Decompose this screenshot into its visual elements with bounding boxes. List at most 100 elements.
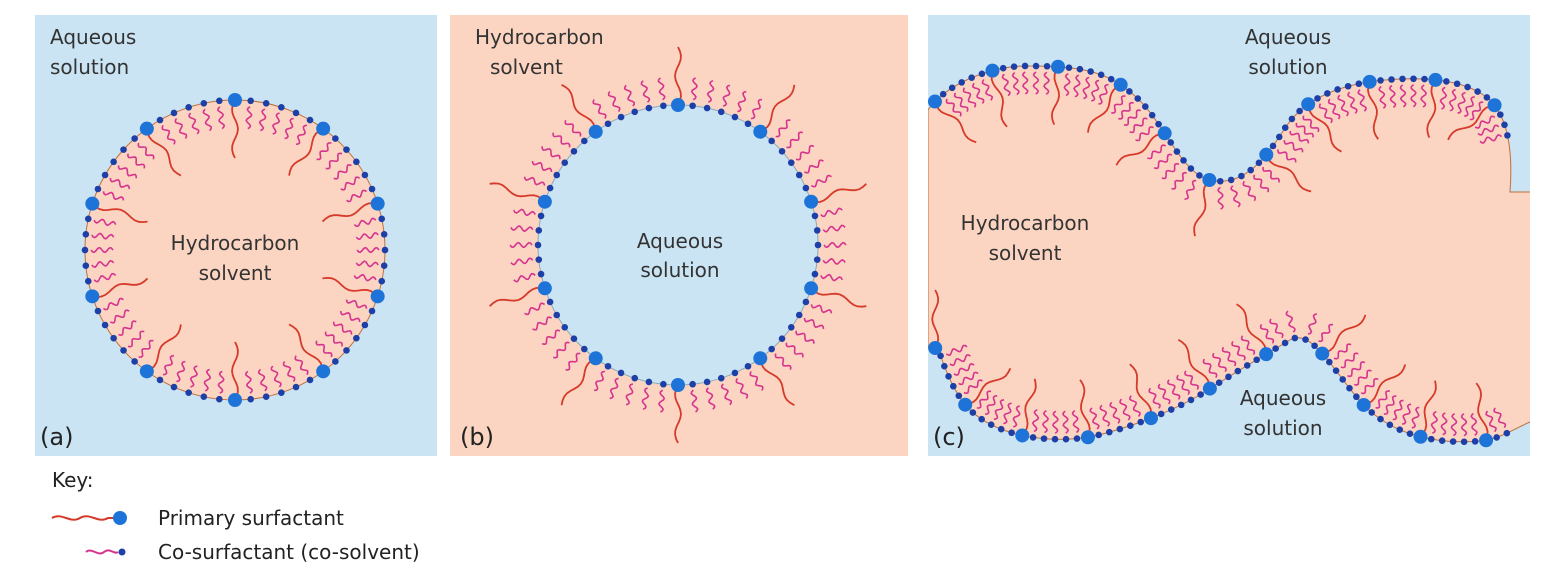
co-surfactant-head — [247, 395, 254, 403]
primary-surfactant-head — [1015, 428, 1030, 443]
primary-surfactant-head — [804, 281, 819, 296]
primary-surfactant-tail — [146, 324, 182, 373]
co-surfactant-tail — [1135, 126, 1154, 142]
co-surfactant-head — [306, 116, 314, 124]
co-surfactant-tail — [953, 92, 969, 112]
primary-surfactant-tail — [1115, 132, 1165, 166]
co-surfactant-head — [948, 84, 956, 92]
co-surfactant-head — [1438, 437, 1446, 444]
co-surfactant-head — [645, 378, 653, 386]
panel-c-bicontinuous: Aqueous solution Hydrocarbon solvent Aqu… — [928, 15, 1530, 456]
co-surfactant-tail — [1295, 122, 1314, 138]
co-surfactant-tail — [257, 368, 268, 392]
co-surfactant-tail — [803, 317, 825, 330]
co-surfactant-tail — [1109, 401, 1121, 424]
panel-c-lower-label-line1: Aqueous — [1240, 386, 1326, 410]
co-surfactant-tail — [1448, 88, 1457, 112]
co-surfactant-head — [945, 373, 952, 380]
co-surfactant-head — [353, 334, 360, 342]
co-surfactant-head — [999, 64, 1007, 72]
co-surfactant-head — [546, 298, 554, 306]
co-surfactant-head — [1275, 133, 1283, 141]
co-surfactant-tail — [127, 153, 146, 169]
co-surfactant-head — [570, 148, 578, 155]
primary-surfactant-head — [370, 289, 385, 304]
co-surfactant-head — [1095, 431, 1102, 439]
co-surfactant-head — [1196, 172, 1203, 179]
co-surfactant-tail — [1410, 84, 1417, 108]
co-surfactant-icon — [85, 548, 126, 556]
primary-surfactant-head — [588, 124, 603, 139]
primary-surfactant-head — [1315, 346, 1330, 361]
co-surfactant-head — [82, 231, 90, 238]
co-surfactant-head — [768, 137, 775, 145]
co-surfactant-head — [795, 171, 803, 179]
co-surfactant-head — [978, 415, 985, 423]
co-surfactant-tail — [1184, 370, 1200, 390]
co-surfactant-tail — [1457, 91, 1466, 114]
co-surfactant-head — [802, 298, 810, 306]
co-surfactant-tail — [945, 344, 968, 356]
co-surfactant-tail — [93, 218, 117, 227]
primary-surfactant-head — [228, 393, 242, 407]
co-surfactant-head — [703, 104, 711, 112]
primary-surfactant-tail — [759, 358, 795, 406]
co-surfactant-tail — [1148, 387, 1161, 409]
co-surfactant-head — [955, 392, 963, 400]
co-surfactant-tail — [1337, 94, 1349, 117]
co-surfactant-tail — [102, 191, 125, 201]
co-surfactant-tail — [109, 177, 131, 190]
co-surfactant-tail — [1383, 395, 1397, 415]
co-surfactant-tail — [1479, 134, 1502, 144]
co-surfactant-head — [703, 378, 711, 386]
co-surfactant-tail — [103, 297, 124, 311]
co-surfactant-tail — [118, 320, 137, 337]
co-surfactant-head — [553, 311, 561, 319]
co-surfactant-head — [200, 393, 208, 401]
co-surfactant-tail — [722, 84, 731, 107]
co-surfactant-head — [1227, 176, 1235, 184]
co-surfactant-head — [1173, 148, 1181, 155]
co-surfactant-tail — [565, 352, 581, 371]
co-surfactant-tail — [1099, 404, 1110, 427]
co-surfactant-head — [778, 335, 786, 342]
co-surfactant-tail — [271, 112, 281, 135]
co-surfactant-tail — [1357, 89, 1367, 112]
co-surfactant-tail — [945, 98, 962, 117]
co-surfactant-tail — [1242, 181, 1257, 202]
co-surfactant-tail — [93, 272, 117, 283]
co-surfactant-tail — [1347, 91, 1358, 114]
co-surfactant-tail — [624, 84, 636, 107]
co-surfactant-tail — [657, 389, 666, 413]
co-surfactant-head — [546, 184, 554, 192]
primary-surfactant-head — [139, 121, 154, 136]
co-surfactant-tail — [353, 273, 377, 282]
co-surfactant-head — [1355, 80, 1363, 88]
co-surfactant-tail — [1012, 405, 1021, 428]
co-surfactant-head — [1377, 77, 1384, 84]
co-surfactant-tail — [282, 361, 296, 382]
co-surfactant-head — [1339, 376, 1347, 383]
co-surfactant-head — [1497, 111, 1504, 118]
primary-surfactant-tail — [759, 84, 796, 133]
co-surfactant-tail — [1240, 335, 1256, 355]
co-surfactant-head — [262, 393, 270, 401]
co-surfactant-tail — [1460, 413, 1468, 437]
co-surfactant-tail — [1439, 86, 1448, 110]
primary-surfactant-tail — [1079, 379, 1091, 438]
co-surfactant-head — [1281, 124, 1289, 131]
co-surfactant-tail — [1221, 346, 1237, 367]
co-surfactant-tail — [531, 160, 553, 173]
co-surfactant-head — [978, 70, 986, 78]
primary-surfactant-tail — [810, 287, 867, 308]
panel-c-letter: (c) — [933, 423, 965, 451]
co-surfactant-head — [1346, 384, 1353, 392]
panel-b-letter: (b) — [460, 423, 494, 451]
primary-surfactant-tail — [934, 101, 977, 144]
primary-surfactant-tail — [1419, 380, 1437, 438]
co-surfactant-head — [361, 171, 369, 179]
co-surfactant-head — [1029, 434, 1037, 441]
co-surfactant-head — [1216, 177, 1224, 185]
co-surfactant-tail — [1360, 377, 1379, 395]
